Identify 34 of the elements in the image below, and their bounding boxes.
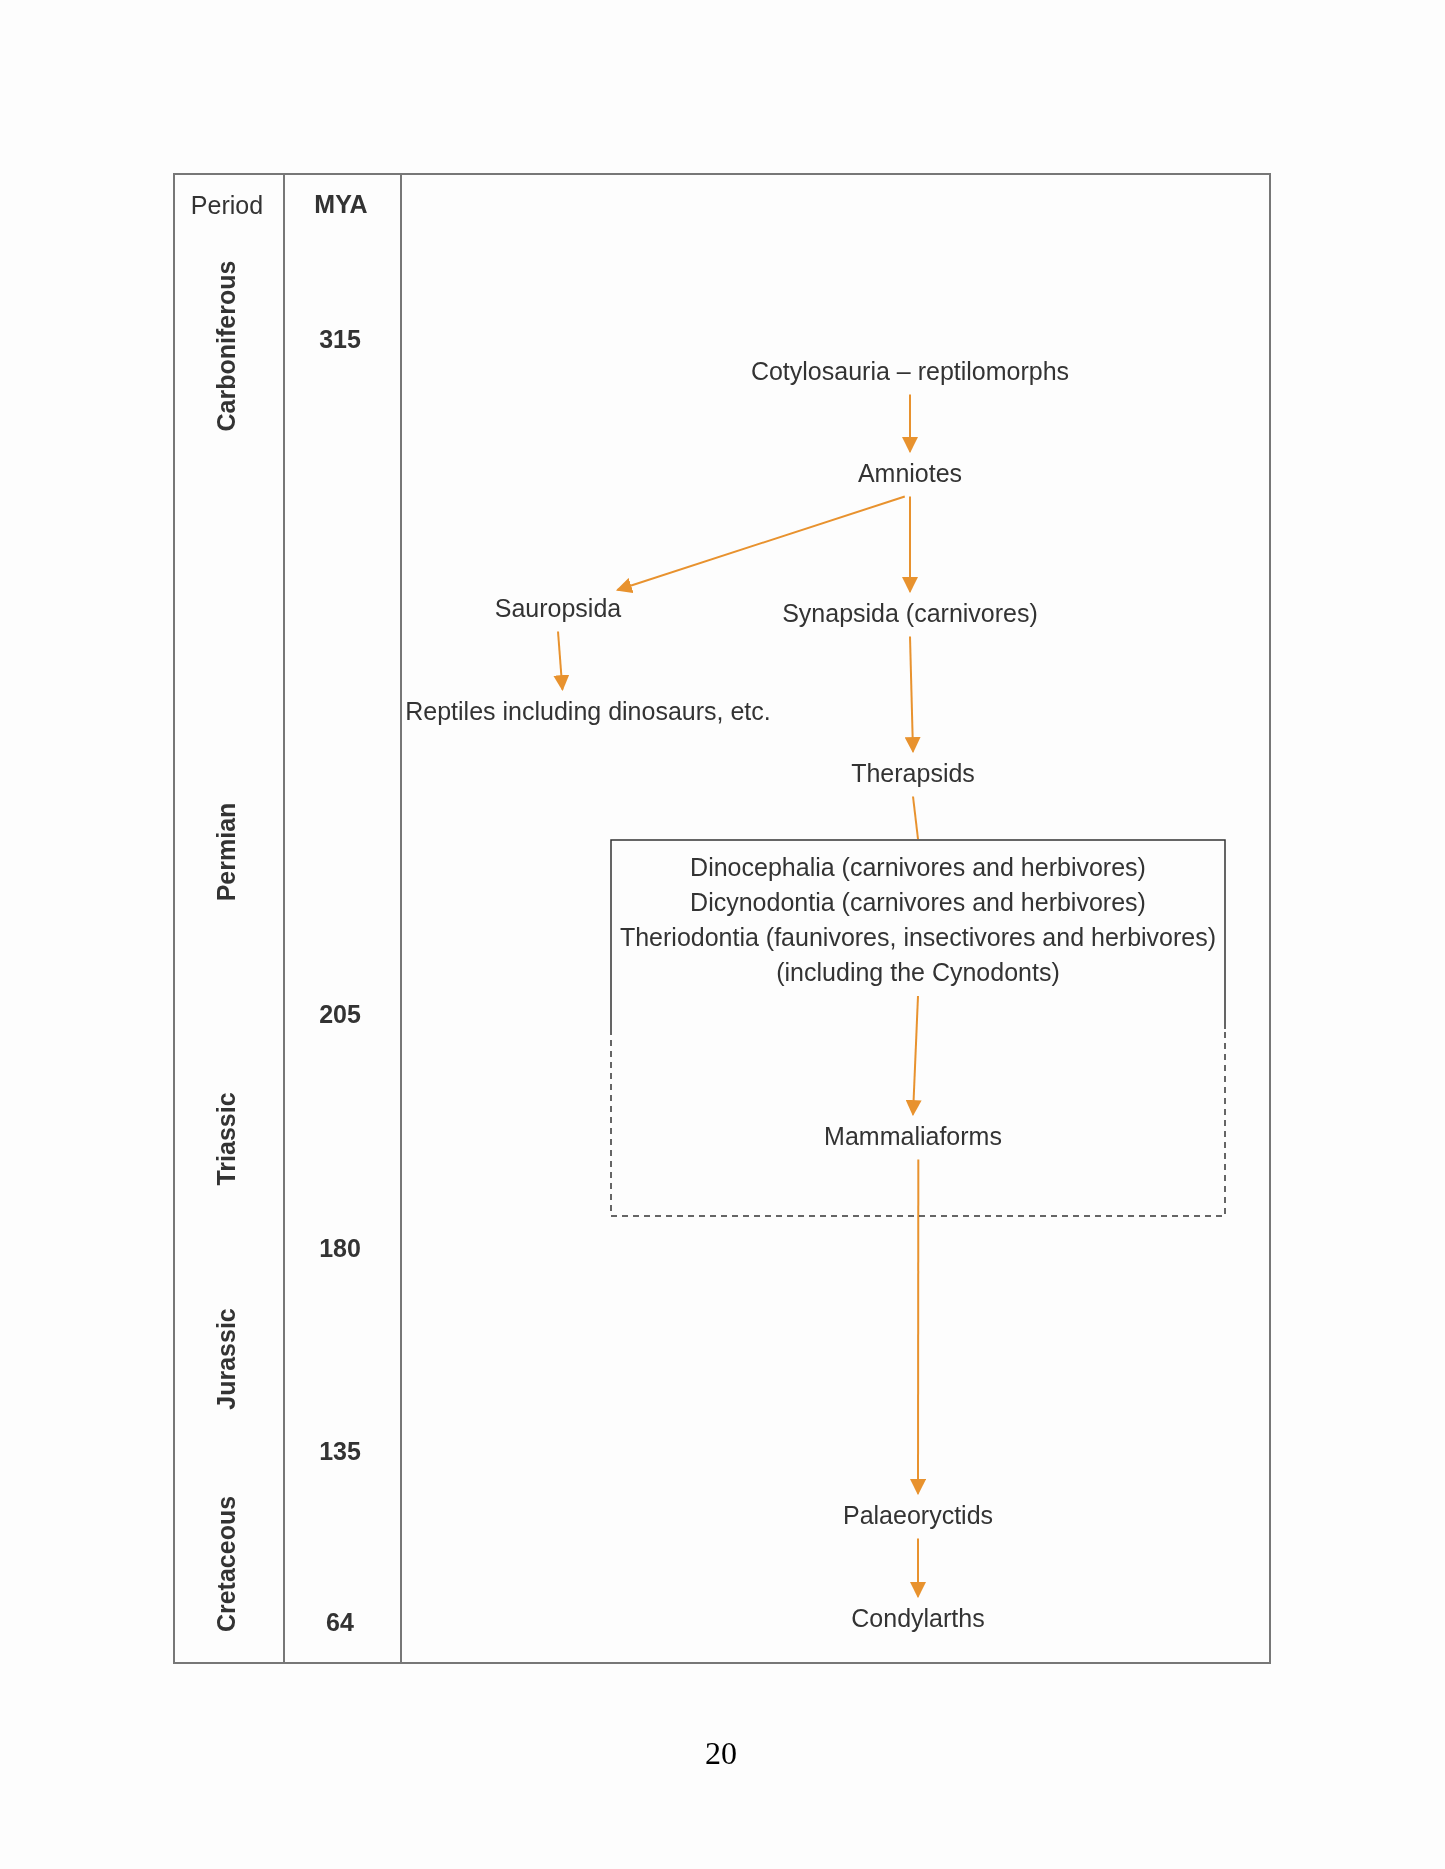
arrow	[615, 495, 906, 594]
period-name: Cretaceous	[211, 1495, 242, 1633]
taxon-label: Reptiles including dinosaurs, etc.	[405, 695, 771, 727]
taxon-label: Amniotes	[857, 457, 963, 489]
arrow	[902, 495, 918, 594]
taxon-label: Synapsida (carnivores)	[782, 597, 1038, 629]
mya-header: MYA	[314, 189, 368, 221]
arrow	[910, 1537, 926, 1599]
taxon-label: Therapsids	[851, 757, 975, 789]
taxon-label: Theriodontia (faunivores, insectivores and herbivores)	[619, 922, 1217, 953]
period-name: Jurassic	[211, 1308, 242, 1410]
page-number: 20	[705, 1734, 737, 1773]
arrow	[910, 1158, 926, 1496]
mya-value: 180	[319, 1233, 361, 1265]
period-header: Period	[190, 190, 264, 222]
mya-value: 64	[326, 1607, 354, 1639]
period-name: Permian	[211, 802, 242, 902]
period-name: Triassic	[211, 1092, 242, 1186]
arrow	[904, 635, 921, 754]
taxon-label: Cotylosauria – reptilomorphs	[750, 355, 1070, 387]
taxon-label: Dinocephalia (carnivores and herbivores)	[690, 852, 1146, 883]
taxon-label: Mammaliaforms	[824, 1120, 1002, 1152]
taxon-label: Dicynodontia (carnivores and herbivores)	[690, 887, 1146, 918]
arrow	[905, 995, 922, 1117]
mya-value: 315	[319, 324, 361, 356]
mya-value: 135	[319, 1436, 361, 1468]
taxon-label: Sauropsida	[494, 592, 622, 624]
taxon-label: Palaeoryctids	[842, 1499, 994, 1531]
taxon-label: (including the Cynodonts)	[776, 957, 1060, 988]
arrow	[902, 393, 918, 454]
arrow	[553, 630, 570, 692]
taxon-label: Condylarths	[851, 1602, 985, 1634]
mya-value: 205	[319, 999, 361, 1031]
period-name: Carboniferous	[211, 260, 242, 432]
